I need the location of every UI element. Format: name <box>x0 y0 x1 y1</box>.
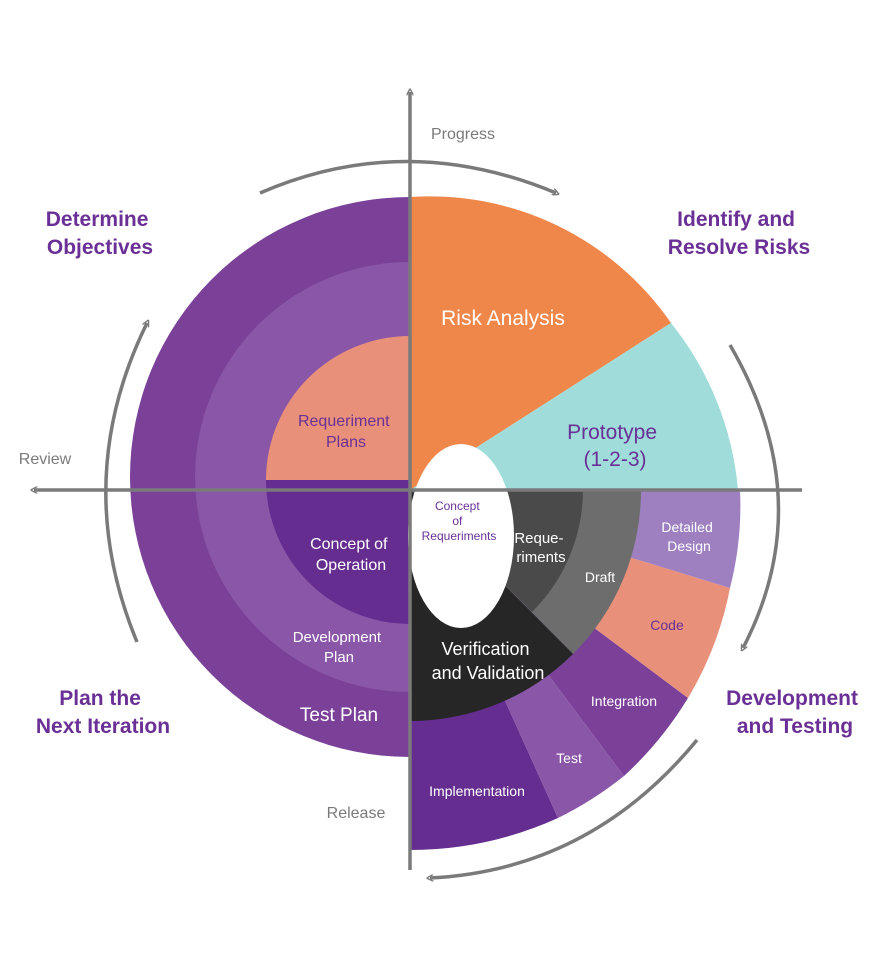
top-arc-arrow <box>259 159 556 194</box>
test-plan-label: Test Plan <box>300 705 378 726</box>
detailed-design-label: Detailed Design <box>661 519 716 554</box>
left-arc-arrow <box>104 323 147 643</box>
verification-validation-label: Verification and Validation <box>432 639 545 683</box>
quadrant-bottom-right-title: Development and Testing <box>726 687 864 738</box>
release-label: Release <box>327 805 386 822</box>
bottom-arc-arrow <box>430 738 699 878</box>
test-label: Test <box>556 750 582 766</box>
right-arc-arrow <box>728 344 781 648</box>
quadrant-top-right-title: Identify and Resolve Risks <box>668 208 810 259</box>
concept-of-operation-segment <box>266 480 410 624</box>
progress-label: Progress <box>431 126 495 143</box>
prototype-segment <box>410 323 738 490</box>
concept-of-operation-label: Concept of Operation <box>310 536 392 574</box>
code-label: Code <box>650 617 684 633</box>
risk-analysis-label: Risk Analysis <box>441 307 565 330</box>
prototype-label: Prototype (1-2-3) <box>567 421 663 471</box>
implementation-label: Implementation <box>429 783 525 799</box>
concept-of-requirements-label: Concept of Requeriments <box>422 499 497 543</box>
requirements-label: Reque- riments <box>514 530 567 566</box>
draft-label: Draft <box>585 569 615 585</box>
quadrant-bottom-left-title: Plan the Next Iteration <box>36 687 170 738</box>
development-plan-label: Development Plan <box>293 629 386 666</box>
risk-analysis-segment <box>410 196 671 491</box>
quadrant-top-left-title: Determine Objectives <box>46 208 155 259</box>
integration-label: Integration <box>591 693 657 709</box>
review-label: Review <box>19 451 72 468</box>
requirement-plans-label: Requeriment Plans <box>298 413 394 451</box>
requirement-plans-segment <box>266 336 410 480</box>
